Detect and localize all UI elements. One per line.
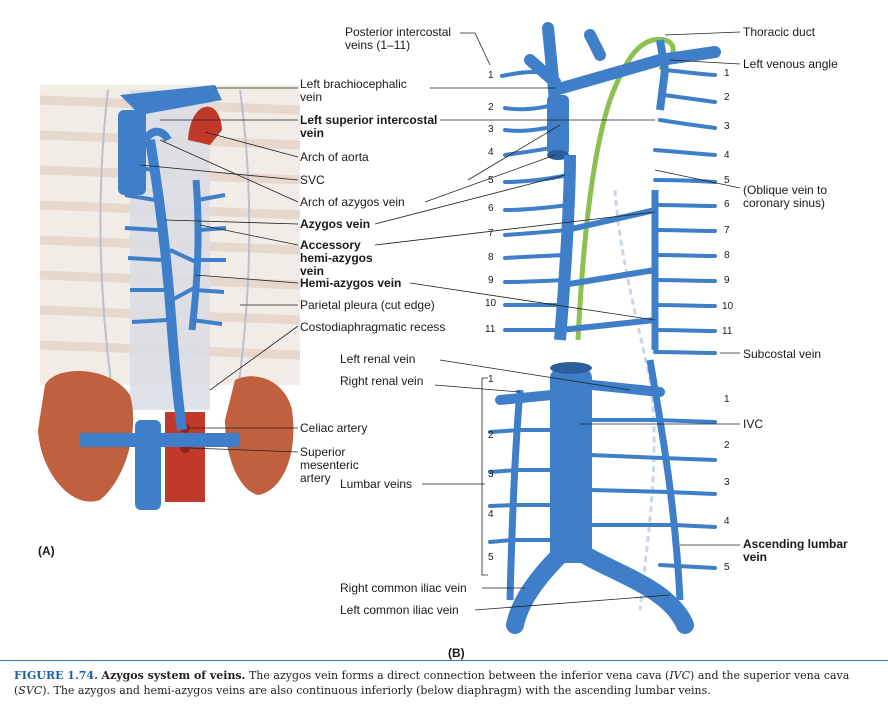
dotted-connection xyxy=(613,189,656,611)
label-left-superior-intercostal-vein: Left superior intercostal vein xyxy=(300,113,438,140)
panel-tag-b: (B) xyxy=(448,646,465,660)
caption-ivc: IVC xyxy=(669,669,691,682)
lumbar-number-left: 1 xyxy=(724,394,730,405)
panel-tag-a: (A) xyxy=(38,544,55,558)
intercostal-number-left: 1 xyxy=(724,68,730,79)
intercostal-number-right: 9 xyxy=(488,275,494,286)
label-accessory-hemi-azygos-vein: Accessory hemi-azygos vein xyxy=(300,238,373,278)
label-left-brachiocephalic-vein: Left brachiocephalic vein xyxy=(300,77,407,104)
pleura-edge-left xyxy=(237,89,251,391)
caption-text-2: ) and the superior vena cava ( xyxy=(14,669,850,697)
lumbar-number-right: 3 xyxy=(488,469,494,480)
brachiocephalic-veins-b xyxy=(524,22,721,106)
arch-of-aorta xyxy=(188,106,222,145)
intercostal-number-left: 8 xyxy=(724,250,730,261)
intercostal-number-right: 5 xyxy=(488,175,494,186)
caption-rule xyxy=(0,660,888,661)
label-costodiaphragmatic-recess: Costodiaphragmatic recess xyxy=(300,320,446,334)
ivc-opening-b xyxy=(550,362,592,374)
label-thoracic-duct: Thoracic duct xyxy=(743,25,816,39)
left-superior-intercostal-b xyxy=(656,39,670,111)
lumbar-number-right: 2 xyxy=(488,430,494,441)
intercostal-number-right: 3 xyxy=(488,124,494,135)
label-celiac-artery: Celiac artery xyxy=(300,421,368,435)
intercostal-number-left: 4 xyxy=(724,150,730,161)
lumbar-number-right: 5 xyxy=(488,552,494,563)
panel-a-illustration xyxy=(38,85,301,510)
label-subcostal-vein: Subcostal vein xyxy=(743,347,822,361)
intercostal-number-left: 9 xyxy=(724,275,730,286)
label-left-venous-angle: Left venous angle xyxy=(743,57,838,71)
lumbar-number-right: 1 xyxy=(488,374,494,385)
azygos-vein-b xyxy=(554,154,576,341)
intercostal-number-right: 1 xyxy=(488,70,494,81)
label-arch-of-azygos-vein: Arch of azygos vein xyxy=(300,195,405,209)
lumbar-veins-b xyxy=(488,418,717,570)
ivc-a xyxy=(135,420,161,510)
panel-b-leader-lines xyxy=(374,31,741,611)
ascending-lumbar-right-b xyxy=(506,389,524,601)
label-ascending-lumbar-vein: Ascending lumbar vein xyxy=(743,537,848,564)
intercostal-number-left: 2 xyxy=(724,92,730,103)
label-oblique-vein: (Oblique vein to coronary sinus) xyxy=(743,183,828,210)
label-hemi-azygos-vein: Hemi-azygos vein xyxy=(300,276,402,290)
label-svc: SVC xyxy=(300,173,325,187)
label-ivc: IVC xyxy=(743,417,764,431)
lumbar-number-left: 5 xyxy=(724,562,730,573)
ivc-b xyxy=(550,368,592,563)
intercostal-number-right: 2 xyxy=(488,102,494,113)
label-azygos-vein: Azygos vein xyxy=(300,217,371,231)
caption-title: Azygos system of veins. xyxy=(101,669,246,682)
crossover-veins-b xyxy=(560,207,656,333)
intercostal-number-left: 10 xyxy=(722,301,734,312)
caption-svc: SVC xyxy=(18,684,43,697)
svc-opening-b xyxy=(547,150,569,160)
label-superior-mesenteric-artery: Superior mesenteric artery xyxy=(300,445,359,485)
lumbar-number-left: 3 xyxy=(724,477,730,488)
pleura-edge-right xyxy=(99,89,113,391)
intercostal-number-right: 6 xyxy=(488,203,494,214)
intercostal-number-right: 10 xyxy=(485,298,497,309)
label-right-common-iliac-vein: Right common iliac vein xyxy=(340,581,467,595)
label-left-renal-vein: Left renal vein xyxy=(340,352,416,366)
left-brachiocephalic-vein-a xyxy=(120,85,222,115)
intercostal-number-left: 7 xyxy=(724,225,730,236)
caption-text-1: The azygos vein forms a direct connectio… xyxy=(245,669,670,682)
thoracic-duct xyxy=(575,36,676,341)
label-right-renal-vein: Right renal vein xyxy=(340,374,424,388)
intercostal-number-left: 6 xyxy=(724,199,730,210)
arch-of-azygos-a xyxy=(142,127,172,143)
intercostal-number-left: 11 xyxy=(722,326,733,337)
caption-text-3: ). The azygos and hemi-azygos veins are … xyxy=(42,684,711,697)
intercostal-number-right: 8 xyxy=(488,252,494,263)
intercostal-number-left: 5 xyxy=(724,175,730,186)
panel-b-illustration xyxy=(488,22,721,634)
label-parietal-pleura: Parietal pleura (cut edge) xyxy=(300,298,435,312)
left-kidney xyxy=(225,376,294,495)
intercostal-branches-a xyxy=(124,163,227,326)
label-lumbar-veins: Lumbar veins xyxy=(340,477,413,491)
svc-a xyxy=(118,110,146,195)
lumbar-number-right: 4 xyxy=(488,509,494,520)
lumbar-number-left: 2 xyxy=(724,440,730,451)
hemi-azygos-a xyxy=(188,179,202,331)
caption-figure-number: FIGURE 1.74. xyxy=(14,669,98,682)
panel-a-leader-lines xyxy=(139,87,299,453)
intercostal-number-right: 7 xyxy=(488,228,494,239)
label-left-common-iliac-vein: Left common iliac vein xyxy=(340,603,459,617)
common-iliac-veins-b xyxy=(506,546,694,634)
intercostal-veins-left-b xyxy=(653,68,717,355)
intercostal-number-right: 4 xyxy=(488,147,494,158)
figure-caption: FIGURE 1.74. Azygos system of veins. The… xyxy=(14,668,876,698)
label-arch-of-aorta: Arch of aorta xyxy=(300,150,369,164)
label-posterior-intercostal-veins: Posterior intercostal veins (1–11) xyxy=(345,25,452,52)
azygos-vein-a xyxy=(145,139,187,431)
intercostal-number-left: 3 xyxy=(724,121,730,132)
lumbar-number-left: 4 xyxy=(724,516,730,527)
intercostal-number-right: 11 xyxy=(485,324,496,335)
